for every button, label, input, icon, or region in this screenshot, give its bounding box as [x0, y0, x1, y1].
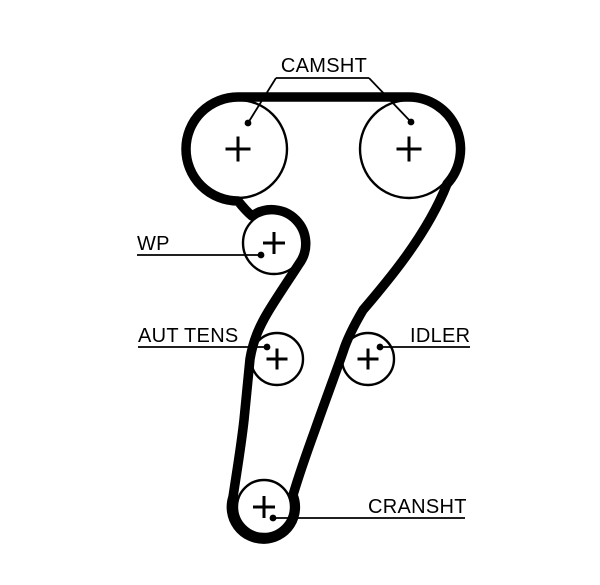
crankshaft-center-mark: [253, 496, 275, 518]
camsht-label: CAMSHT: [281, 55, 367, 77]
wp-label: WP: [137, 233, 170, 255]
cransht-label-anchor-dot: [269, 514, 277, 522]
camsht-label-callout: CAMSHT: [244, 55, 415, 127]
center-marks-layer: [225, 136, 422, 518]
idler-label: IDLER: [410, 325, 470, 347]
cransht-label: CRANSHT: [368, 496, 467, 518]
camsht-label-leader-line: [247, 77, 277, 124]
idler-label-callout: IDLER: [376, 325, 470, 351]
aut-tens-label: AUT TENS: [138, 325, 239, 347]
wp-label-callout: WP: [137, 233, 265, 259]
camsht-label-anchor-dot: [407, 118, 415, 126]
callouts-layer: CAMSHT WP AUT TENS IDLER CRANSHT: [137, 55, 470, 522]
water-pump-center-mark: [263, 232, 285, 254]
aut-tens-label-anchor-dot: [263, 343, 271, 351]
camshaft-left-center-mark: [225, 136, 251, 162]
idler-label-anchor-dot: [376, 343, 384, 351]
camshaft-right-center-mark: [396, 136, 422, 162]
cransht-label-callout: CRANSHT: [269, 496, 467, 522]
idler-center-mark: [357, 348, 379, 370]
wp-label-anchor-dot: [257, 251, 265, 259]
auto-tensioner-center-mark: [266, 348, 288, 370]
camsht-label-leader-line: [368, 77, 412, 123]
pulleys-layer: [187, 98, 460, 536]
timing-belt: [181, 92, 466, 544]
camsht-label-anchor-dot: [244, 119, 252, 127]
aut-tens-label-callout: AUT TENS: [138, 325, 271, 351]
